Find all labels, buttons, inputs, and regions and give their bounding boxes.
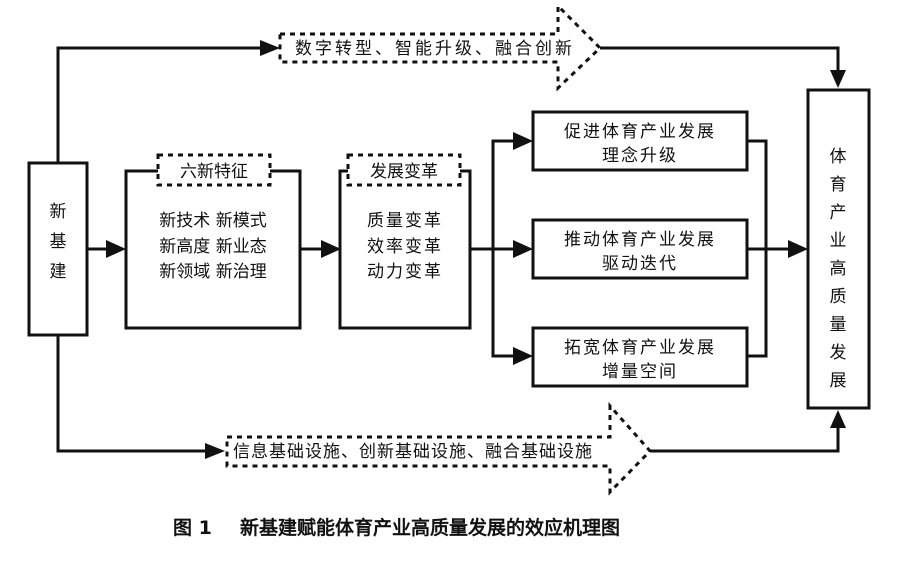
arrowhead-effect-1 — [513, 132, 533, 150]
effect-1-line-2: 理念升级 — [602, 145, 678, 166]
effect-node-2: 推动体育产业发展 驱动迭代 — [531, 218, 749, 280]
effect-3-line-2: 增量空间 — [602, 362, 678, 382]
effect-box-2 — [531, 218, 749, 280]
effect-3-line-1: 拓宽体育产业发展 — [564, 338, 716, 358]
transform-line-2: 效率变革 — [367, 237, 443, 257]
effect-box-3 — [531, 326, 749, 388]
vertical-char: 产 — [830, 203, 847, 223]
connector-top-to-target — [600, 46, 840, 75]
top-path-label: 数字转型、智能升级、融合创新 — [295, 39, 575, 59]
source-box — [27, 161, 89, 337]
vertical-char: 建 — [50, 262, 67, 282]
six-new-title: 六新特征 — [180, 162, 248, 182]
connectors — [56, 40, 846, 459]
top-path-arrow: 数字转型、智能升级、融合创新 — [278, 2, 603, 92]
arrowhead-transform — [321, 240, 341, 258]
vertical-char: 量 — [830, 315, 847, 335]
vertical-char: 基 — [50, 232, 67, 252]
connector-source-to-top — [56, 46, 265, 163]
effect-box-1 — [531, 110, 749, 172]
target-label: 体育产业高质量发展 — [830, 147, 847, 391]
vertical-char: 育 — [830, 175, 847, 195]
transform-box — [338, 169, 472, 330]
vertical-char: 质 — [830, 287, 847, 307]
effect-node-1: 促进体育产业发展 理念升级 — [531, 110, 749, 172]
six-new-line-2: 新高度 新业态 — [159, 237, 266, 257]
effect-2-line-2: 驱动迭代 — [602, 254, 678, 274]
arrowhead-sixnew — [106, 240, 126, 258]
effect-1-line-1: 促进体育产业发展 — [564, 122, 716, 142]
target-box — [806, 88, 871, 410]
bottom-path-label: 信息基础设施、创新基础设施、融合基础设施 — [233, 442, 593, 462]
vertical-char: 高 — [830, 259, 847, 279]
figure-caption: 图 1 新基建赋能体育产业高质量发展的效应机理图 — [173, 516, 620, 539]
six-new-node: 六新特征 新技术 新模式 新高度 新业态 新领域 新治理 — [124, 153, 302, 330]
target-node: 体育产业高质量发展 — [806, 88, 871, 410]
transform-title: 发展变革 — [370, 162, 438, 182]
caption-title: 新基建赋能体育产业高质量发展的效应机理图 — [240, 516, 620, 539]
six-new-line-3: 新领域 新治理 — [159, 262, 266, 282]
vertical-char: 新 — [50, 202, 67, 222]
vertical-char: 展 — [830, 371, 847, 391]
vertical-char: 体 — [830, 147, 847, 167]
top-path-shape — [278, 2, 603, 92]
arrowhead-target-top — [830, 70, 846, 88]
vertical-char: 业 — [830, 231, 847, 251]
caption-figure-number: 图 1 — [173, 517, 212, 539]
bottom-path-arrow: 信息基础设施、创新基础设施、融合基础设施 — [225, 402, 653, 496]
connector-bottom-to-target — [650, 425, 840, 453]
transform-line-1: 质量变革 — [367, 211, 443, 231]
arrowhead-effect-2 — [513, 240, 533, 258]
connector-source-to-bottom — [56, 335, 210, 453]
transform-line-3: 动力变革 — [367, 262, 443, 282]
source-node: 新基建 — [27, 161, 89, 337]
six-new-title-tag — [156, 153, 272, 187]
arrowhead-effect-3 — [513, 347, 533, 365]
six-new-line-1: 新技术 新模式 — [159, 211, 266, 231]
effect-2-line-1: 推动体育产业发展 — [564, 230, 716, 250]
source-label: 新基建 — [50, 202, 67, 282]
arrowhead-target-bottom — [830, 410, 846, 428]
arrowhead-target-main — [788, 240, 808, 258]
effect-node-3: 拓宽体育产业发展 增量空间 — [531, 326, 749, 388]
vertical-char: 发 — [830, 343, 847, 363]
bottom-path-shape — [225, 402, 653, 496]
branch-trunk — [491, 139, 520, 358]
transform-node: 发展变革 质量变革 效率变革 动力变革 — [338, 153, 472, 330]
six-new-box — [124, 169, 302, 330]
transform-title-tag — [346, 153, 462, 187]
arrowhead-top-path — [260, 40, 280, 56]
arrowhead-bottom-path — [205, 443, 225, 459]
